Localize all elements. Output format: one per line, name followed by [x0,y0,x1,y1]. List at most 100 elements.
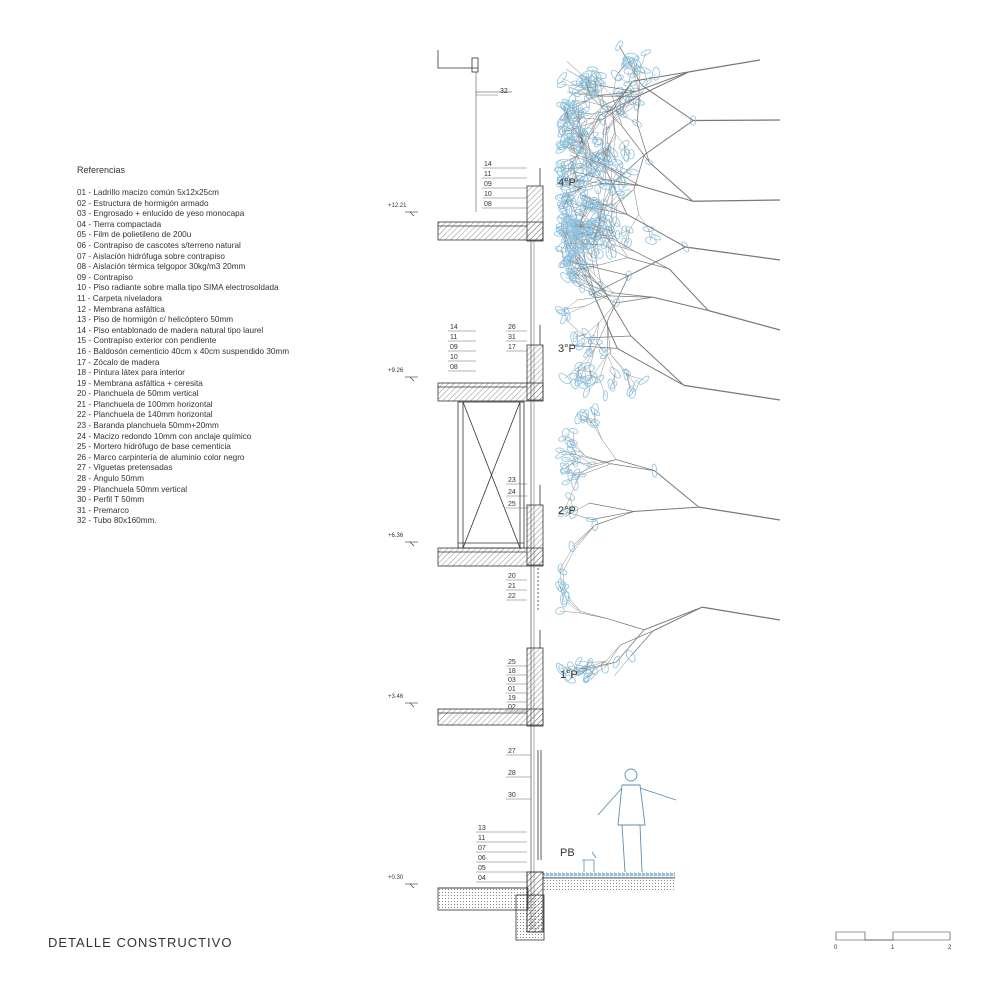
tree-leaf [609,367,622,379]
tree-leaf [592,83,598,98]
tree-branch [563,600,582,614]
tree-branch [602,183,639,186]
tree-leaf [566,204,573,216]
callout-number: 05 [478,865,486,872]
tree-branch [599,378,606,396]
tree-leaf [558,225,569,233]
tree-leaf [602,390,608,402]
tree-branch [613,372,616,386]
tree-leaf [582,386,591,398]
tree-leaf [627,149,635,160]
tree-leaf [559,203,567,215]
tree-branch [641,84,694,121]
tree-branch [590,265,629,276]
tree-leaf [579,238,588,252]
tree-branch [570,345,618,349]
tree-branch [612,238,636,252]
tree-leaf [561,136,574,148]
tree-leaf [625,226,634,234]
tree-branch [591,511,635,521]
tree-branch [602,163,640,186]
tree-branch [562,438,574,443]
tree-branch [567,186,583,188]
tree-branch [585,81,589,95]
tree-leaf [590,338,603,345]
tree-leaf [599,207,609,216]
reference-item: 19 - Membrana asfáltica + ceresita [77,378,203,388]
tree-branch [688,59,761,73]
tree-branch [574,474,580,484]
tree-leaf [586,252,598,262]
dog-figure [582,851,597,872]
reference-item: 27 - Viguetas pretensadas [77,463,173,473]
tree-leaf [596,237,606,247]
tree-branch [621,125,650,163]
tree-branch [596,322,600,342]
callout-number: 02 [508,704,516,711]
tree-branch [588,661,617,670]
tree-leaf [573,116,586,127]
tree-branch [573,169,578,187]
tree-leaf [600,198,608,209]
tree-branch [609,295,654,298]
tree-branch [573,107,580,122]
tree-branch [613,292,654,298]
floor-label: 3°P [558,343,576,355]
tree-leaf [615,40,623,52]
tree-leaf [555,450,568,459]
tree-branch [577,112,583,125]
tree-leaf [632,67,641,78]
tree-branch [615,204,618,222]
tree-branch [623,144,632,155]
tree-leaf [652,66,660,81]
tree-leaf [572,330,578,343]
tree-branch [560,610,581,614]
tree-leaf [601,216,612,229]
tree-leaf [629,388,637,399]
tree-leaf [570,379,579,390]
tree-leaf [558,435,567,442]
tree-branch [611,221,617,234]
tree-leaf [574,361,583,372]
tree-leaf [581,327,592,341]
tree-branch [567,595,581,612]
tree-branch [564,106,570,121]
tree-leaf [579,283,586,294]
tree-branch [593,135,598,144]
tree-leaf [595,72,607,79]
tree-leaf [616,90,624,100]
tree-leaf [574,203,585,214]
tree-branch [561,299,578,313]
tree-leaf [605,245,613,260]
tree-branch [627,229,630,244]
callout-number: 30 [508,792,516,799]
tree-leaf [615,230,621,240]
tree-leaf [620,149,630,162]
callout-number: 26 [508,324,516,331]
callout-number: 27 [508,748,516,755]
reference-item: 22 - Planchuela de 140mm horizontal [77,410,213,420]
tree-leaf [569,269,577,284]
tree-branch [708,309,781,331]
tree-leaf [557,158,572,166]
tree-leaf [572,456,579,468]
tree-leaf [581,194,591,203]
tree-leaf [559,138,573,146]
tree-leaf [556,662,565,675]
tree-branch [683,384,781,401]
tree-leaf [632,380,639,392]
tree-branch [601,439,617,460]
tree-branch [586,74,592,88]
tree-leaf [556,81,567,88]
callout-number: 08 [450,364,458,371]
tree-branch [582,178,603,187]
callout-number: 20 [508,573,516,580]
tree-branch [635,71,690,92]
callout-number: 17 [508,344,516,351]
tree-leaf [606,240,616,248]
tree-leaf [554,194,569,202]
level-label: +0.30 [388,875,404,881]
tree-branch [577,124,583,144]
tree-leaf [556,101,570,109]
